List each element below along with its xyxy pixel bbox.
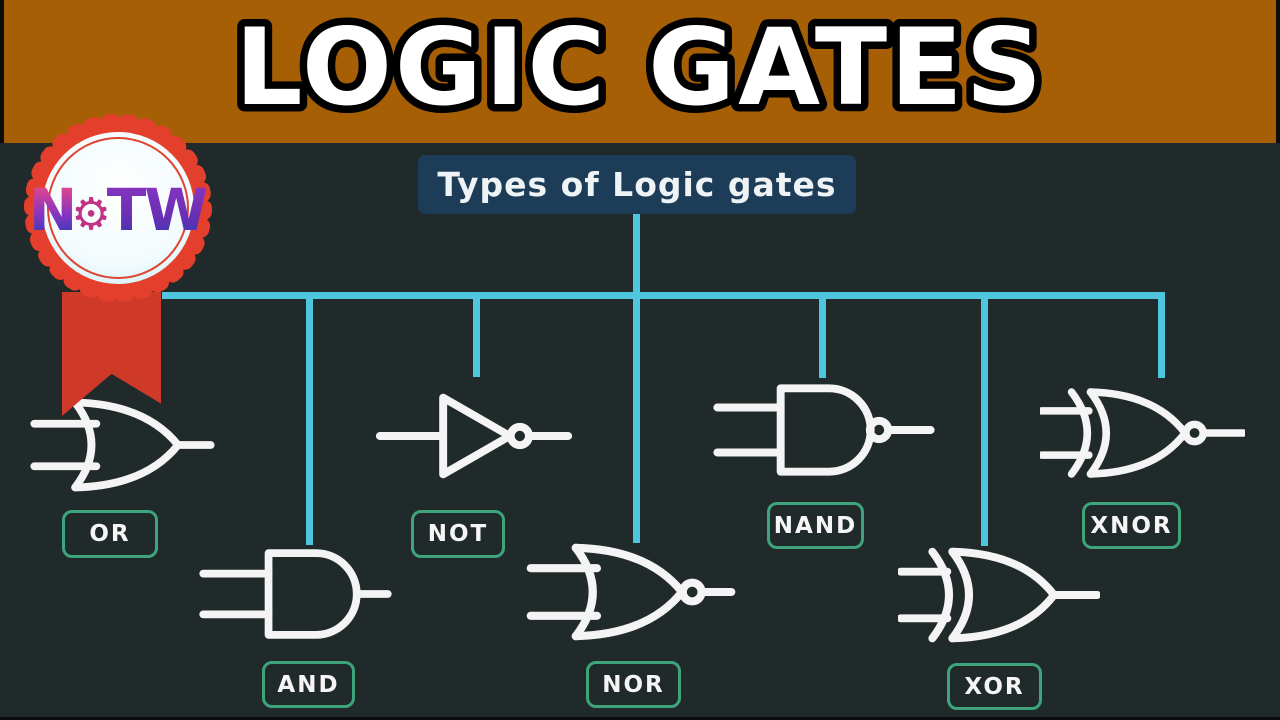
gate-label-not: NOT <box>411 510 505 558</box>
gate-symbol-xor <box>898 547 1100 643</box>
page-title: LOGIC GATES <box>235 6 1045 129</box>
gate-label-and: AND <box>262 661 355 708</box>
gate-symbol-and <box>199 549 392 639</box>
tree-root-label: Types of Logic gates <box>437 165 837 204</box>
bottom-edge <box>0 717 1280 720</box>
gate-label-xnor: XNOR <box>1082 502 1181 549</box>
badge-rosette <box>24 114 212 302</box>
logo-letters-tw: TW <box>106 176 209 244</box>
gate-label-nor: NOR <box>586 661 681 708</box>
rosette-white-disc <box>42 132 194 284</box>
tree-drop-xnor <box>1158 292 1165 378</box>
tree-drop-nor <box>633 292 640 543</box>
title-banner-svg: LOGIC GATES <box>228 0 1050 137</box>
channel-logo: N ⚙ TW <box>28 168 209 252</box>
gate-symbol-xnor <box>1040 388 1245 478</box>
gate-symbol-nand <box>713 384 935 476</box>
tree-drop-nand <box>819 292 826 378</box>
tree-root-node: Types of Logic gates <box>418 155 856 214</box>
tree-drop-xor <box>981 292 988 546</box>
tree-stem-line <box>633 214 640 299</box>
tree-drop-not <box>473 292 480 377</box>
rosette-inner-ring <box>47 137 189 279</box>
gate-label-nand: NAND <box>767 502 864 549</box>
gate-symbol-not <box>375 393 573 479</box>
gate-symbol-or <box>30 398 215 492</box>
logo-letter-n: N <box>28 176 78 244</box>
gear-icon: ⚙ <box>71 189 111 240</box>
title-banner: LOGIC GATES <box>0 0 1280 143</box>
tree-horizontal-line <box>162 292 1164 299</box>
gate-label-xor: XOR <box>947 663 1042 710</box>
gate-symbol-nor <box>526 543 736 641</box>
gate-label-or: OR <box>62 510 158 558</box>
tree-drop-and <box>306 292 313 545</box>
